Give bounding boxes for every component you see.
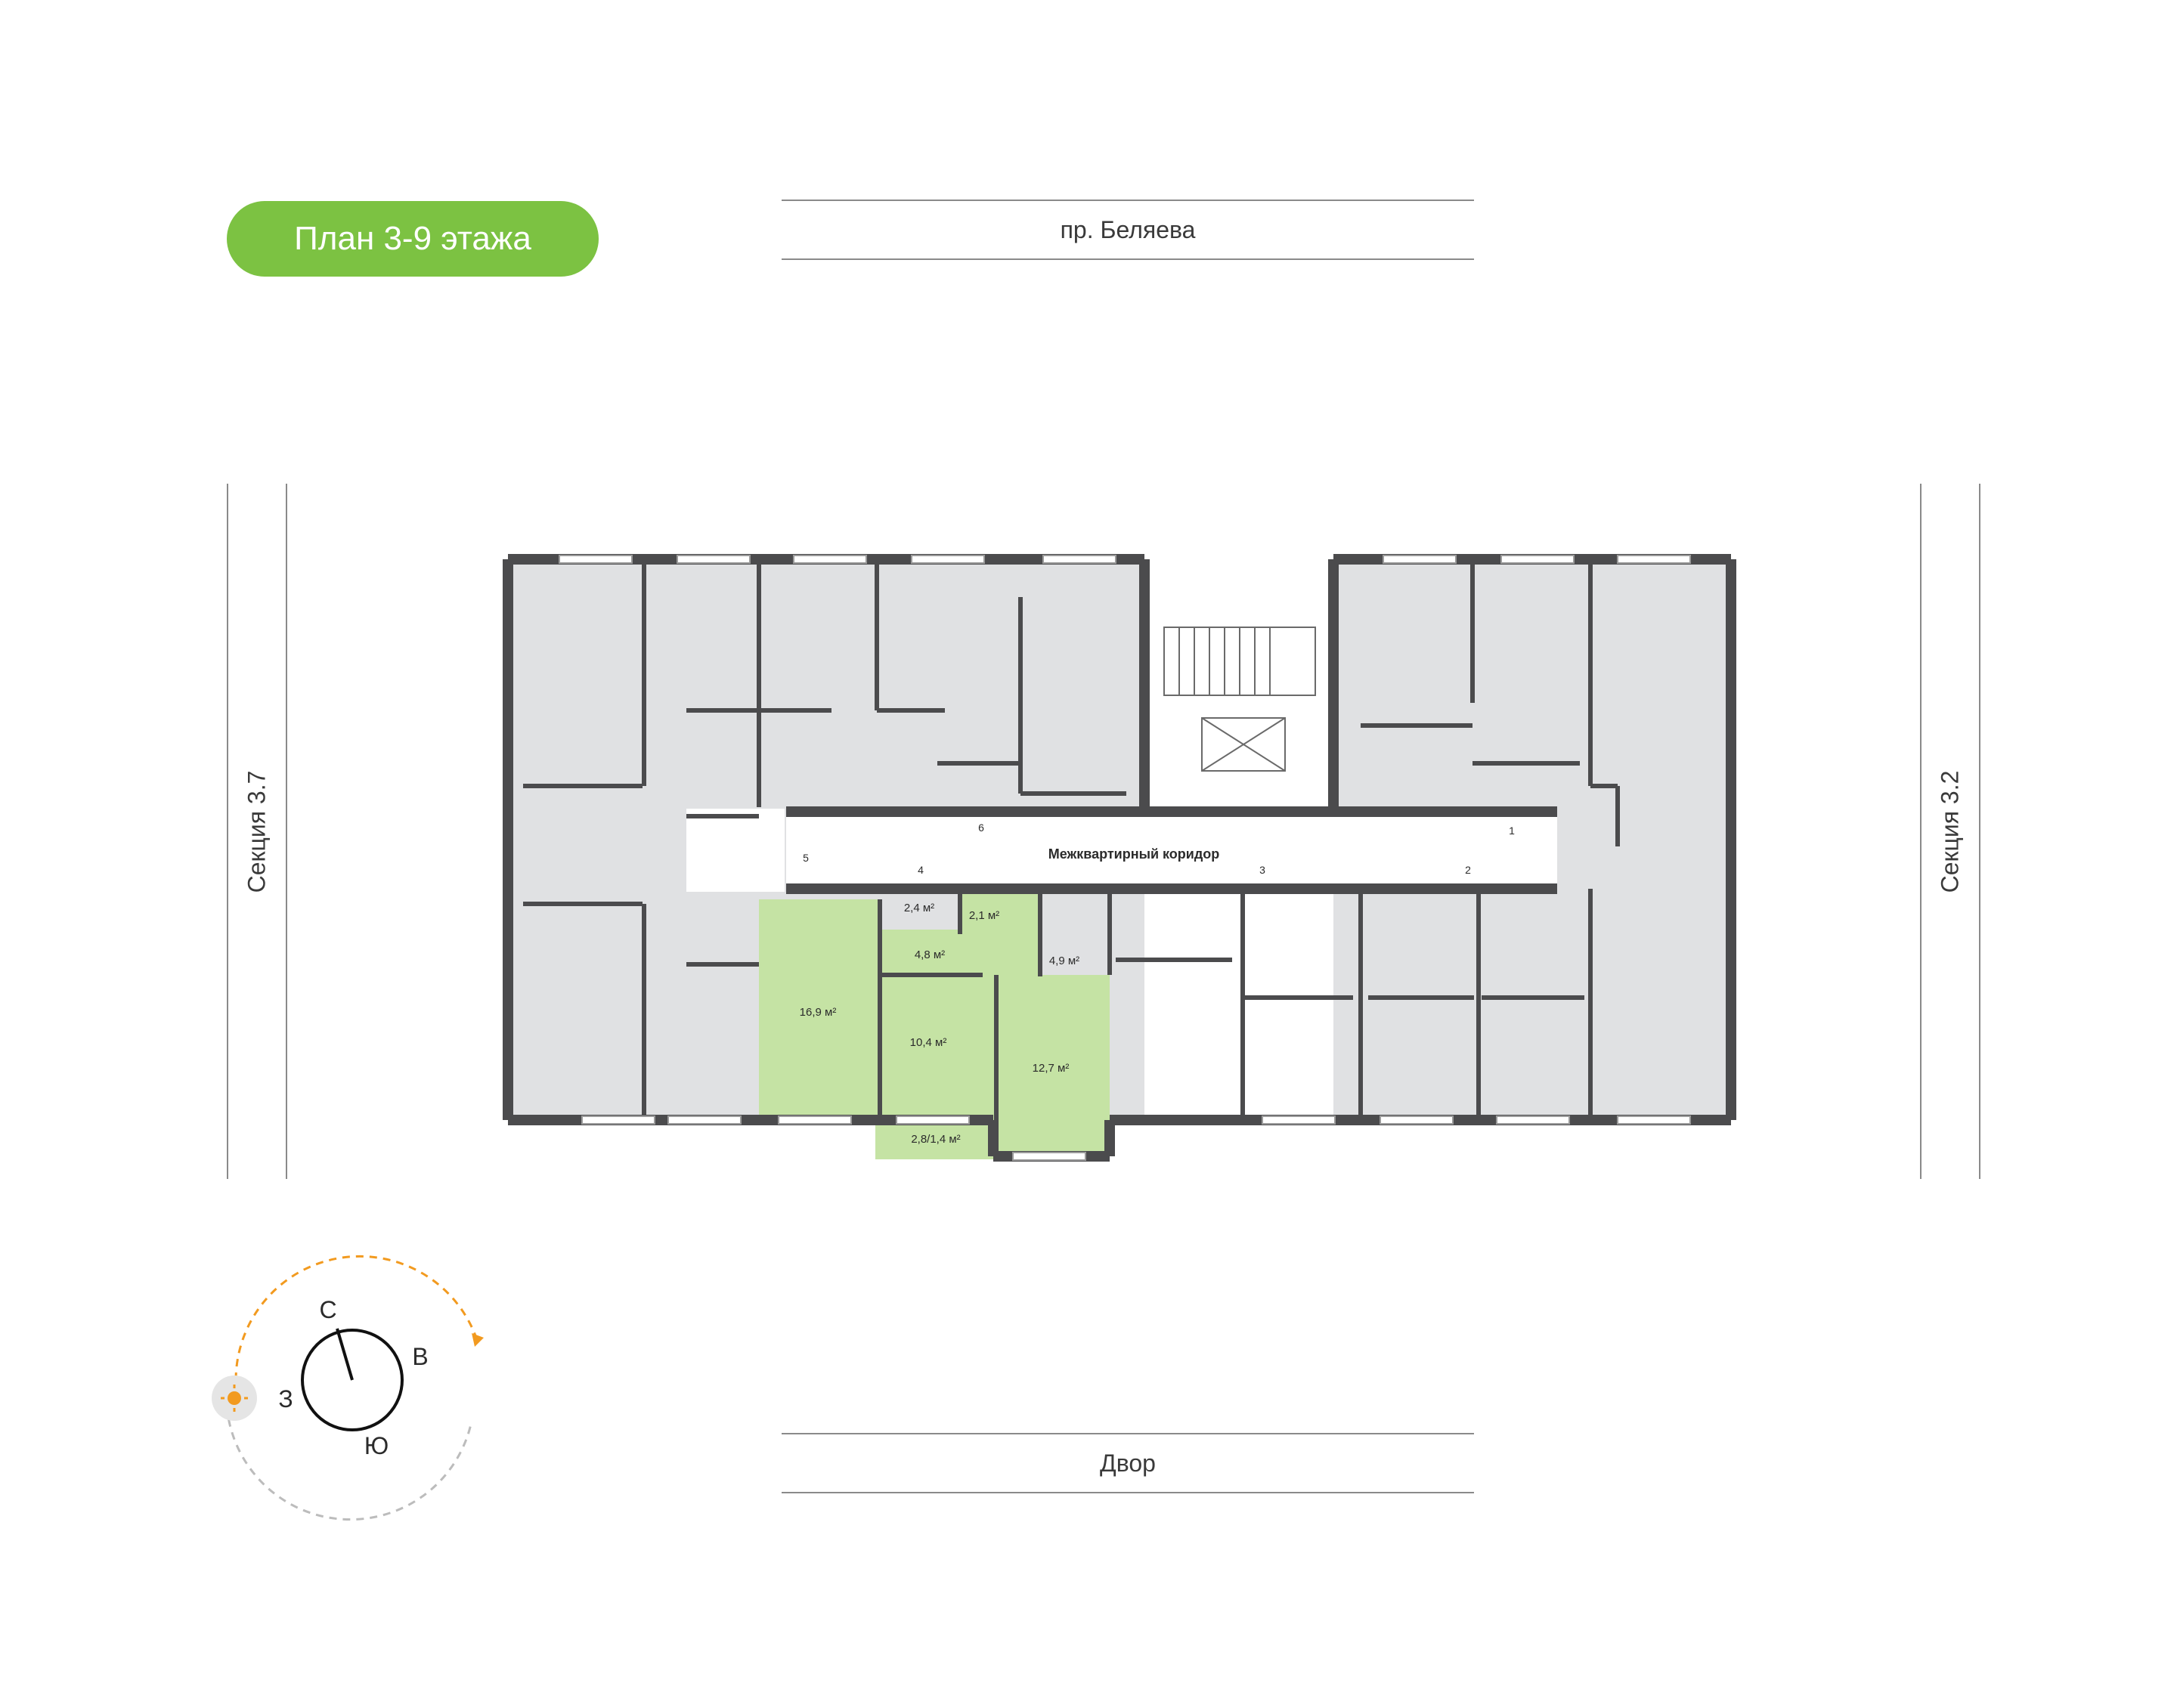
door-6: 6	[978, 822, 984, 834]
room-area-bedroom: 16,9 м²	[800, 1006, 837, 1019]
highlighted-apartment	[759, 889, 1110, 1159]
night-path-arc	[225, 1405, 473, 1521]
street-top-label: пр. Беляева	[782, 200, 1474, 260]
section-right-label: Секция 3.2	[1920, 484, 1980, 1179]
sun-path-arc	[234, 1255, 478, 1381]
compass-south: Ю	[364, 1432, 389, 1459]
compass-north: С	[319, 1296, 336, 1323]
windows	[559, 555, 1691, 1161]
floor-plan-title: План 3-9 этажа	[227, 201, 599, 277]
room-area-kitchen: 10,4 м²	[910, 1036, 947, 1049]
corridor-left-end	[686, 809, 785, 892]
door-3: 3	[1259, 864, 1265, 876]
room-area-balcony: 2,8/1,4 м²	[911, 1133, 960, 1146]
compass-circle	[301, 1329, 404, 1431]
room-area-hall: 4,8 м²	[915, 948, 945, 961]
building-shell	[508, 555, 1731, 1120]
room-area-bath-small: 2,1 м²	[969, 909, 999, 922]
stairs	[1163, 627, 1316, 772]
corridor-label: Межквартирный коридор	[1048, 846, 1220, 862]
room-area-living: 12,7 м²	[1033, 1062, 1070, 1075]
room-area-bath: 4,9 м²	[1049, 955, 1079, 967]
door-2: 2	[1465, 864, 1471, 876]
compass: С В Ю З	[212, 1255, 484, 1521]
door-4: 4	[918, 864, 924, 876]
section-left-label: Секция 3.7	[227, 484, 287, 1179]
apartment-room-areas: 2,4 м² 2,1 м² 4,8 м² 4,9 м² 16,9 м² 10,4…	[800, 902, 1080, 1146]
sun-icon	[228, 1391, 241, 1405]
door-1: 1	[1509, 825, 1515, 837]
compass-needle	[336, 1328, 354, 1381]
inter-apartment-corridor	[786, 812, 1557, 889]
apartment-floor	[759, 889, 1110, 1156]
street-bottom-label: Двор	[782, 1433, 1474, 1493]
compass-east: В	[412, 1343, 428, 1370]
door-numbers: 1 2 3 4 5 6	[803, 822, 1515, 876]
sun-rays-icon	[221, 1385, 248, 1412]
room-area-hall-small: 2,4 м²	[904, 902, 934, 914]
balcony	[875, 1123, 996, 1159]
compass-west: З	[278, 1385, 293, 1413]
door-5: 5	[803, 852, 809, 864]
sun-path-arrow-icon	[472, 1333, 484, 1347]
interior-walls	[523, 561, 1620, 1123]
